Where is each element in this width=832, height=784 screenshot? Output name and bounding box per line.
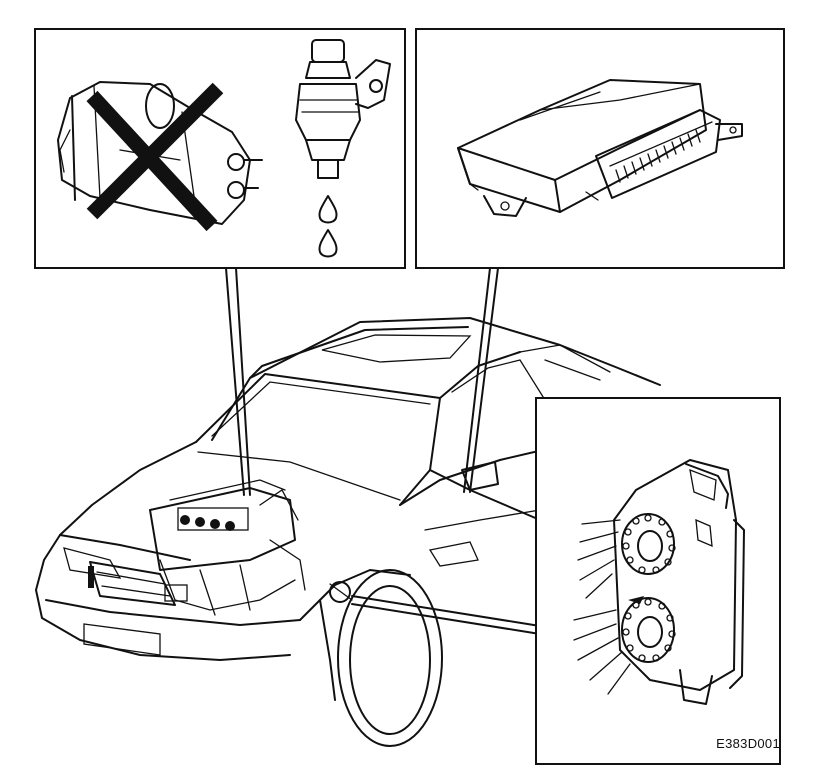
callout-lines (225, 267, 541, 635)
cross-out-icon (86, 82, 224, 232)
engine-icon (149, 479, 306, 616)
figure-code-label: E383D001 (716, 736, 780, 751)
control-module-icon (457, 79, 743, 217)
wire-bundle (573, 519, 631, 695)
connector-pins (615, 129, 701, 183)
upper-pin-ring (622, 514, 676, 574)
panel-connector (535, 397, 781, 765)
panel-control-module (415, 28, 785, 269)
panel-starter-injector (34, 28, 406, 269)
fuel-injector-icon (295, 39, 391, 179)
connector-plug-icon (573, 459, 745, 705)
fuel-drop-icon (318, 195, 338, 258)
